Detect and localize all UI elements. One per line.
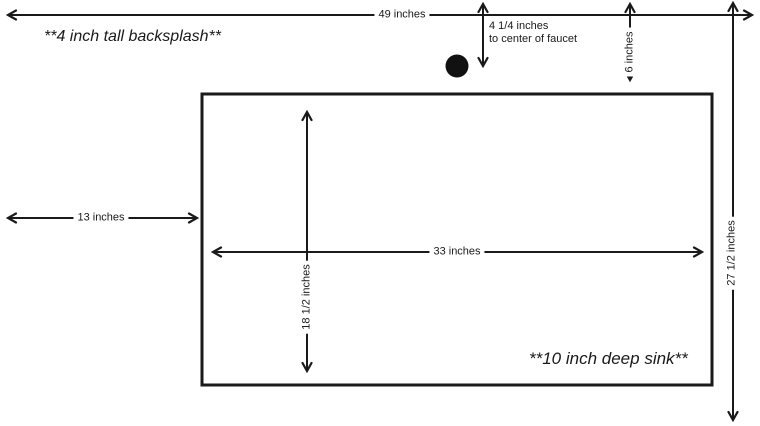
note-sink-depth: **10 inch deep sink** (529, 349, 688, 368)
note-backsplash: **4 inch tall backsplash** (44, 28, 221, 45)
label-countertop-width: 49 inches (374, 8, 430, 22)
label-wall-to-sink: 6 inches (623, 27, 637, 77)
label-countertop-depth: 27 1/2 inches (725, 216, 739, 290)
label-sink-front-back: 18 1/2 inches (300, 260, 314, 334)
label-left-offset: 13 inches (73, 211, 129, 225)
label-sink-width: 33 inches (429, 245, 485, 259)
faucet-hole-icon (445, 54, 469, 78)
label-faucet-offset: 4 1/4 inches to center of faucet (489, 20, 577, 46)
label-faucet-offset-detail: to center of faucet (489, 33, 578, 45)
sink-outline (200, 92, 714, 387)
label-faucet-offset-value: 4 1/4 inches (489, 20, 549, 32)
